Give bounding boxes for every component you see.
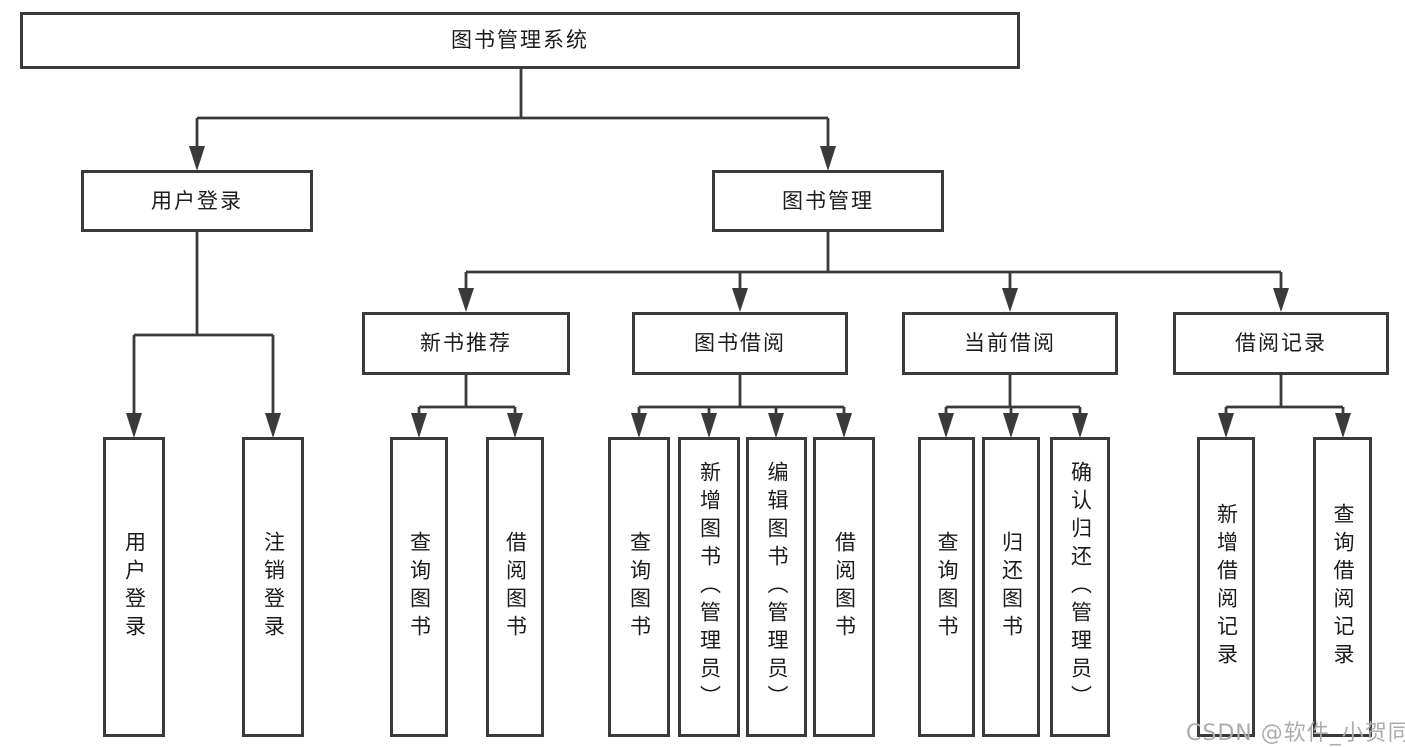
node-logout-leaf: 注销登录 <box>242 437 304 737</box>
node-current-borrowing: 当前借阅 <box>902 312 1118 375</box>
node-library-management-system: 图书管理系统 <box>20 12 1020 69</box>
node-user-login-leaf: 用户登录 <box>103 437 165 737</box>
node-edit-books-admin: 编辑图书（管理员） <box>746 437 807 737</box>
node-query-books-borrowing: 查询图书 <box>608 437 670 737</box>
node-query-books-recommend: 查询图书 <box>390 437 448 737</box>
node-confirm-return-admin: 确认归还（管理员） <box>1050 437 1110 737</box>
node-query-borrow-record: 查询借阅记录 <box>1313 437 1372 737</box>
node-user-login: 用户登录 <box>81 170 313 232</box>
node-return-books: 归还图书 <box>982 437 1040 737</box>
node-add-borrow-record: 新增借阅记录 <box>1197 437 1255 737</box>
node-book-management: 图书管理 <box>712 170 944 232</box>
node-book-borrowing: 图书借阅 <box>632 312 848 375</box>
node-borrow-books-leaf: 借阅图书 <box>813 437 875 737</box>
csdn-watermark: CSDN @软件_小贺同学 <box>1186 721 1405 746</box>
node-query-books-current: 查询图书 <box>918 437 975 737</box>
node-new-book-recommendation: 新书推荐 <box>362 312 570 375</box>
node-borrowing-records: 借阅记录 <box>1173 312 1389 375</box>
arrowheads <box>126 146 1351 438</box>
node-borrow-books-recommend: 借阅图书 <box>486 437 544 737</box>
node-add-books-admin: 新增图书（管理员） <box>678 437 740 737</box>
